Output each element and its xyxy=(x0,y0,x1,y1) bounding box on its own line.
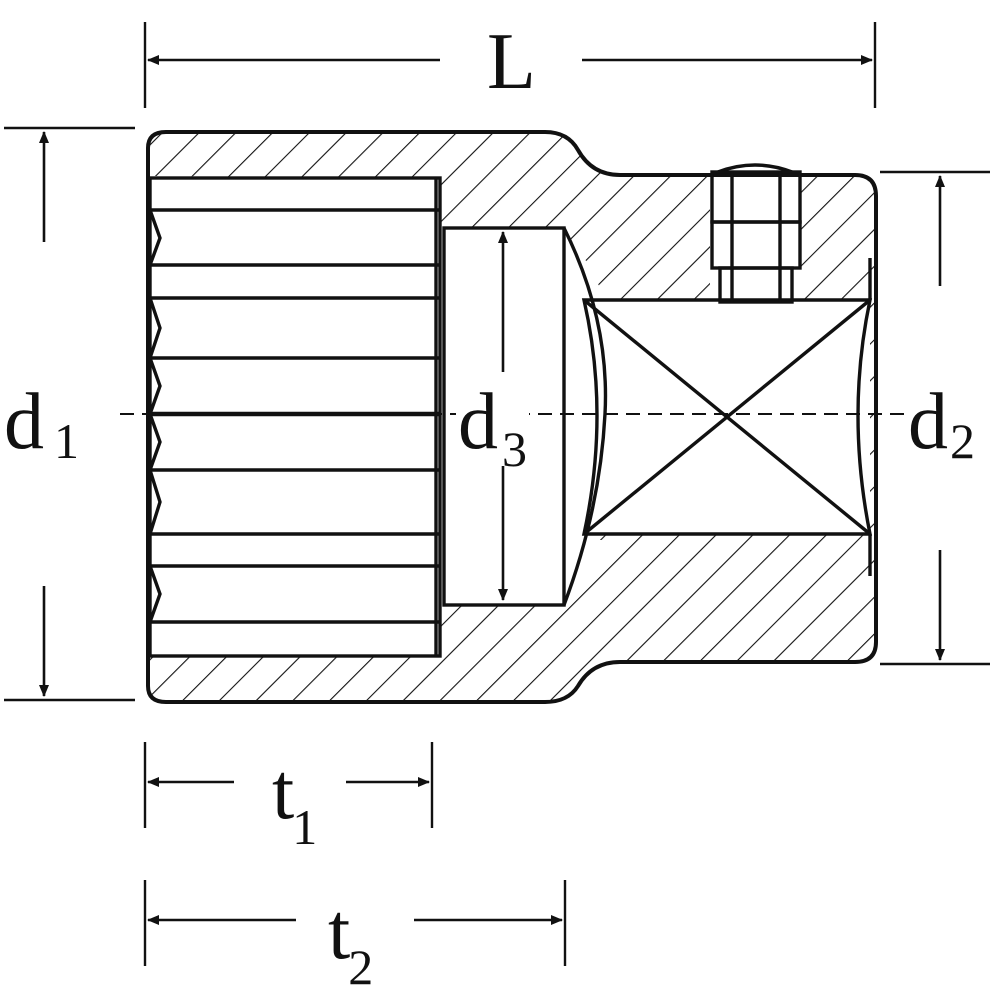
label-t1: t1 xyxy=(272,752,317,852)
extension-lines xyxy=(4,22,990,966)
label-d2: d2 xyxy=(908,382,975,466)
label-t2-sub: 2 xyxy=(348,939,374,995)
label-t2: t2 xyxy=(328,892,373,992)
label-d1-main: d xyxy=(4,378,44,466)
label-d2-sub: 2 xyxy=(950,413,975,469)
label-length: L xyxy=(487,22,536,102)
label-t1-main: t xyxy=(272,748,295,836)
label-length-main: L xyxy=(487,18,536,106)
square-drive xyxy=(581,258,873,576)
label-d3-sub: 3 xyxy=(502,421,527,477)
twelve-point-bore xyxy=(148,176,442,658)
socket-body-outline xyxy=(146,130,878,704)
label-d3: d3 xyxy=(456,382,529,474)
label-d2-main: d xyxy=(908,378,948,466)
label-t2-main: t xyxy=(328,888,351,976)
label-d3-main: d xyxy=(458,378,498,466)
label-t1-sub: 1 xyxy=(292,799,318,855)
dimension-arrows xyxy=(39,55,945,925)
label-d1-sub: 1 xyxy=(54,413,79,469)
detent-pin xyxy=(710,163,802,304)
